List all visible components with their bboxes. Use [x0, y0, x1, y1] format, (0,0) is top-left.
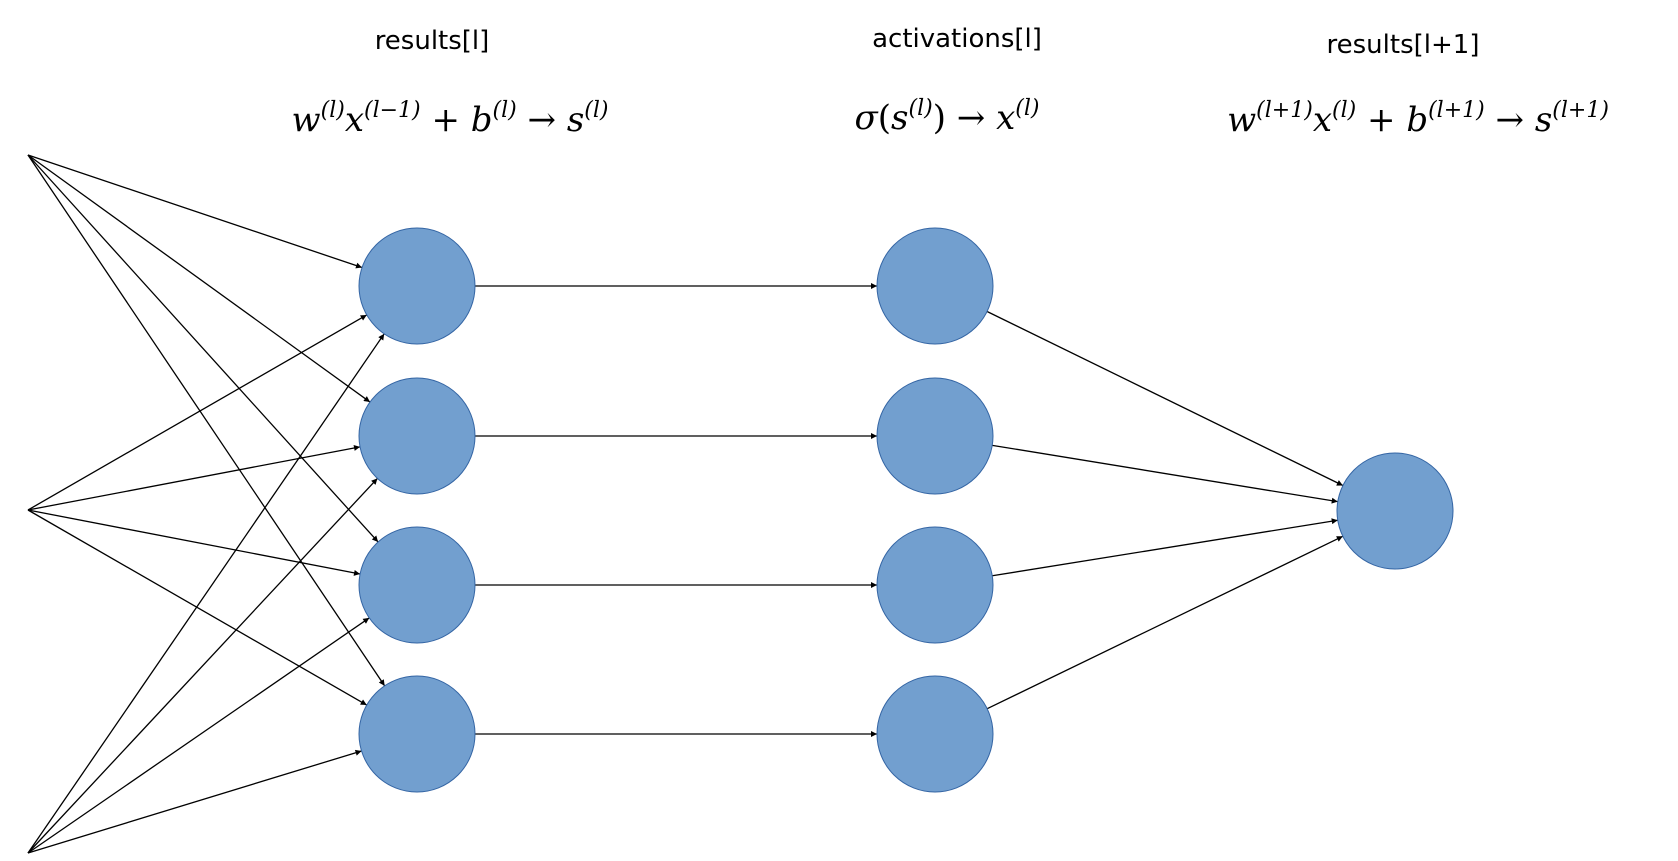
formula-results-l-plus-1: w(l+1)x(l) + b(l+1) → s(l+1) [1227, 98, 1609, 140]
edge-input-1-to-result-4 [27, 154, 386, 687]
edge-input-1-to-result-3 [27, 154, 379, 543]
nodes-group [358, 227, 1454, 793]
column-label-results-l-plus-1: results[l+1] [1326, 30, 1480, 60]
edge-input-3-to-result-4 [27, 749, 362, 854]
edge-activation-4-to-output [986, 535, 1344, 710]
activation-node-4 [876, 675, 994, 793]
edge-activation-1-to-output [986, 310, 1344, 487]
edge-input-2-to-result-2 [27, 445, 361, 511]
edge-input-3-to-result-2 [27, 477, 378, 854]
column-label-activations-l: activations[l] [872, 24, 1042, 54]
formula-activations-l: σ(s(l)) → x(l) [854, 96, 1040, 138]
edges-group [27, 154, 1344, 854]
edge-activation-2-to-output [992, 444, 1338, 504]
edge-activation-3-to-output [992, 518, 1338, 577]
activation-node-1 [876, 227, 994, 345]
activation-node-3 [876, 526, 994, 644]
edge-input-1-to-result-2 [27, 154, 371, 403]
result-node-1 [358, 227, 476, 345]
column-label-results-l: results[l] [374, 26, 490, 56]
edge-input-2-to-result-4 [27, 509, 368, 706]
result-node-3 [358, 526, 476, 644]
formula-results-l: w(l)x(l−1) + b(l) → s(l) [291, 98, 609, 140]
edge-input-3-to-result-3 [27, 617, 370, 854]
result-node-4 [358, 675, 476, 793]
output-node [1336, 452, 1454, 570]
edge-input-2-to-result-3 [27, 509, 361, 576]
result-node-2 [358, 377, 476, 495]
edge-input-1-to-result-1 [27, 154, 363, 269]
edge-input-2-to-result-1 [27, 314, 368, 511]
activation-node-2 [876, 377, 994, 495]
edge-input-3-to-result-1 [27, 333, 385, 854]
